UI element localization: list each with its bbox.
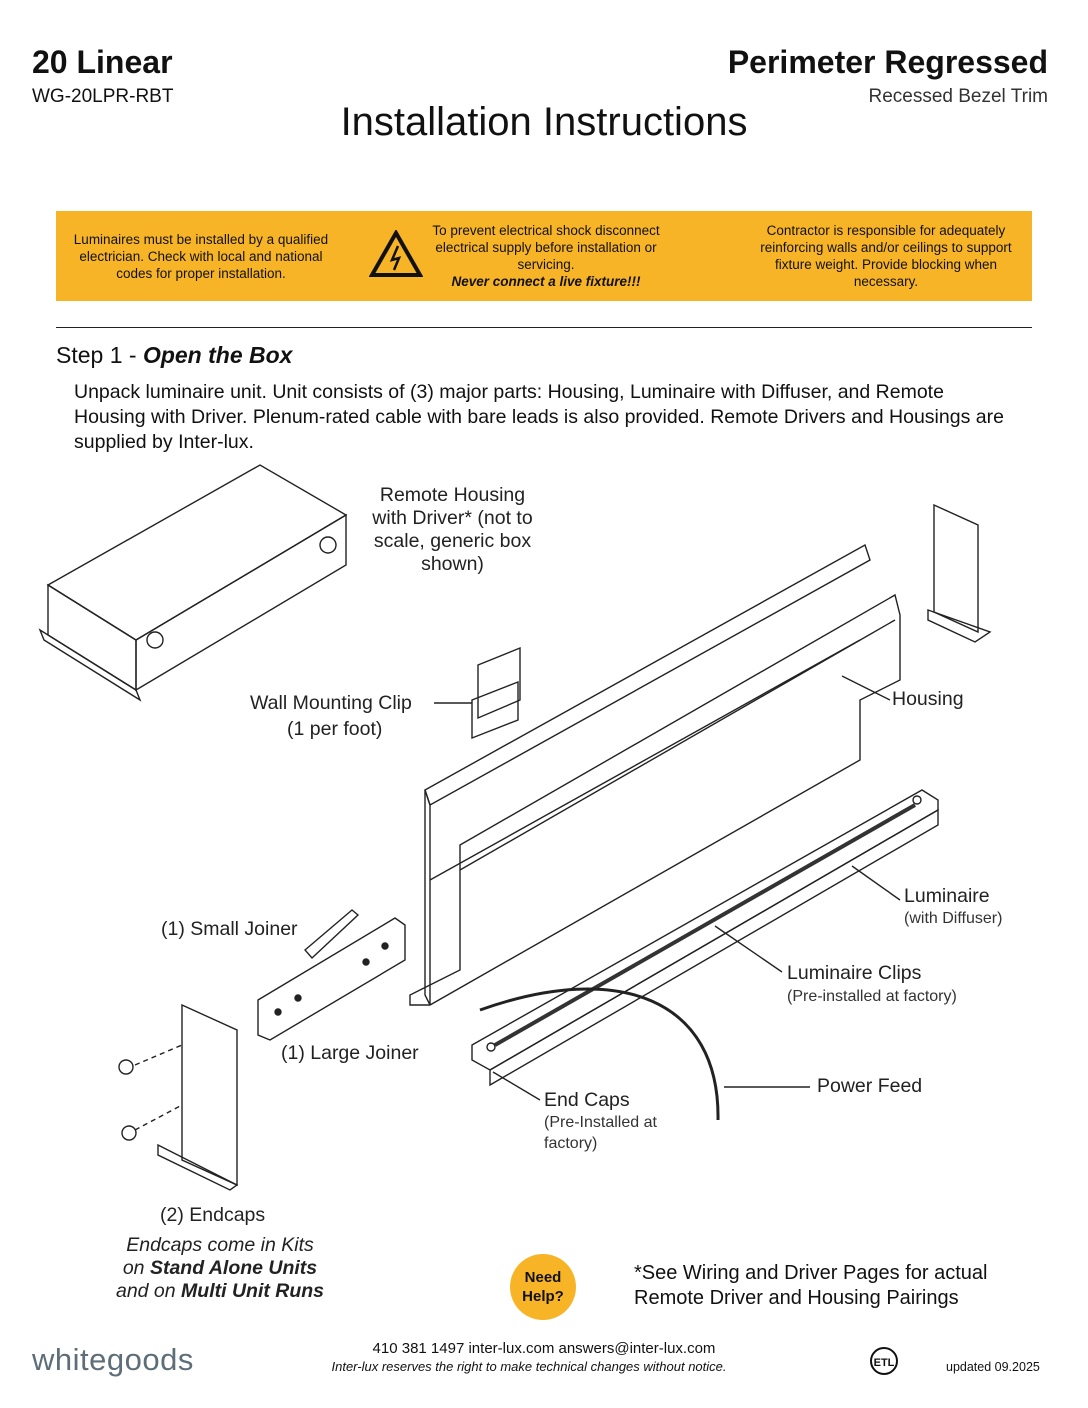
label-wall-clip-sub: (1 per foot) xyxy=(287,718,383,740)
label-end-caps: End Caps xyxy=(544,1089,630,1111)
warning-emphasis: Never connect a live fixture!!! xyxy=(451,274,641,289)
step-title: Open the Box xyxy=(142,342,293,368)
endcaps-note-multi: Multi Unit Runs xyxy=(181,1280,325,1302)
endcaps-note-and: and on xyxy=(115,1280,176,1302)
endcap-drawing xyxy=(118,1003,239,1191)
label-power-feed: Power Feed xyxy=(817,1075,923,1097)
svg-text:ETL: ETL xyxy=(874,1357,895,1369)
updated-date: updated 09.2025 xyxy=(946,1360,1040,1374)
warning-contractor: Contractor is responsible for adequately… xyxy=(760,223,1012,289)
label-luminaire-clips: Luminaire Clips xyxy=(787,962,922,984)
product-code: WG-20LPR-RBT xyxy=(32,86,174,107)
leader-lines xyxy=(434,675,901,1101)
label-luminaire: Luminaire xyxy=(904,885,990,907)
step-prefix: Step 1 - xyxy=(56,342,143,368)
warning-installer: Luminaires must be installed by a qualif… xyxy=(73,231,329,281)
label-luminaire-sub: (with Diffuser) xyxy=(904,910,1003,927)
endplate-drawing xyxy=(927,503,992,643)
need-help-badge[interactable]: Need Help? xyxy=(510,1254,576,1320)
series-name: Perimeter Regressed xyxy=(727,44,1048,80)
disclaimer: Inter-lux reserves the right to make tec… xyxy=(331,1359,727,1374)
electrical-hazard-icon xyxy=(366,228,426,282)
label-end-caps-sub: (Pre-Installed at factory) xyxy=(544,1114,657,1152)
contact-info: 410 381 1497 inter-lux.com answers@inter… xyxy=(372,1340,716,1357)
endcaps-note: Endcaps come in Kits on Stand Alone Unit… xyxy=(100,1234,340,1303)
divider xyxy=(56,327,1032,328)
wall-clip-drawing xyxy=(471,646,521,740)
step-text: Unpack luminaire unit. Unit consists of … xyxy=(74,381,1004,453)
endcaps-note-line1: Endcaps come in Kits xyxy=(126,1234,314,1256)
product-name: 20 Linear xyxy=(32,44,173,80)
warning-banner: Luminaires must be installed by a qualif… xyxy=(56,211,1032,301)
label-remote-housing: Remote Housing with Driver* (not to scal… xyxy=(372,484,533,575)
joiners-drawing xyxy=(257,909,406,1041)
label-housing: Housing xyxy=(892,688,964,710)
warning-shock: To prevent electrical shock disconnect e… xyxy=(426,222,666,290)
step-heading: Step 1 - Open the Box xyxy=(56,342,292,369)
label-endcaps: (2) Endcaps xyxy=(160,1204,266,1226)
luminaire-drawing xyxy=(471,789,939,1121)
wiring-note: *See Wiring and Driver Pages for actual … xyxy=(634,1262,988,1309)
label-small-joiner: (1) Small Joiner xyxy=(161,918,298,940)
label-wall-clip: Wall Mounting Clip xyxy=(250,692,412,714)
housing-drawing xyxy=(409,543,901,1006)
warning-shock-text: To prevent electrical shock disconnect e… xyxy=(432,223,660,272)
remote-housing-drawing xyxy=(38,464,348,702)
endcaps-note-on: on xyxy=(122,1257,145,1279)
brand-logo: whitegoods xyxy=(32,1342,194,1377)
etl-cert-icon: ETL xyxy=(864,1346,904,1381)
trim-name: Recessed Bezel Trim xyxy=(868,86,1048,107)
page-title: Installation Instructions xyxy=(340,100,748,144)
endcaps-note-standalone: Stand Alone Units xyxy=(149,1257,318,1279)
label-large-joiner: (1) Large Joiner xyxy=(281,1042,419,1064)
label-luminaire-clips-sub: (Pre-installed at factory) xyxy=(787,988,957,1005)
